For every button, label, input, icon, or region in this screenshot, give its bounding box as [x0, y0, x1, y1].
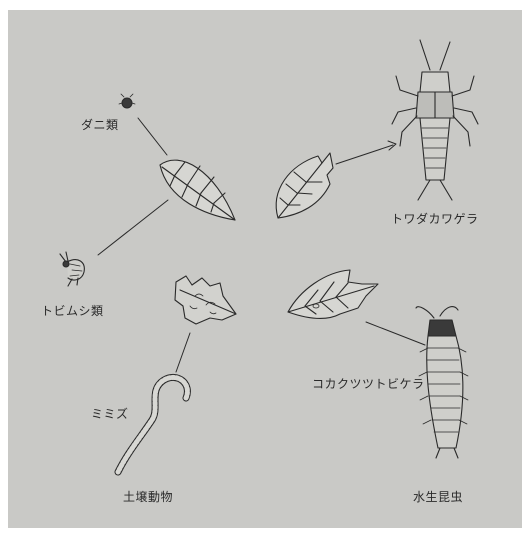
connector-earthworm-leaf	[176, 333, 190, 372]
label-earthworm: ミミズ	[91, 405, 129, 422]
leaf-torn-icon	[288, 270, 378, 318]
label-caddisfly: コカクツツトビケラ	[312, 375, 425, 392]
label-mite: ダニ類	[81, 116, 119, 133]
connector-stonefly-leaf	[336, 145, 393, 164]
label-soil-animals: 土壌動物	[123, 488, 173, 505]
connector-mite-leaf	[138, 118, 167, 155]
connector-caddisfly-leaf	[366, 322, 425, 345]
label-springtail: トビムシ類	[41, 302, 104, 319]
leaf-whole-icon	[160, 160, 235, 220]
leaf-eaten-icon	[276, 153, 333, 218]
label-aquatic-insects: 水生昆虫	[413, 488, 463, 505]
leaf-skeletonized-icon	[175, 276, 236, 324]
connector-springtail-leaf	[98, 200, 168, 255]
mite-icon	[119, 94, 135, 108]
stonefly-icon	[392, 40, 478, 200]
label-stonefly: トワダカワゲラ	[391, 210, 479, 227]
springtail-icon	[60, 252, 84, 286]
earthworm-icon	[118, 377, 187, 472]
